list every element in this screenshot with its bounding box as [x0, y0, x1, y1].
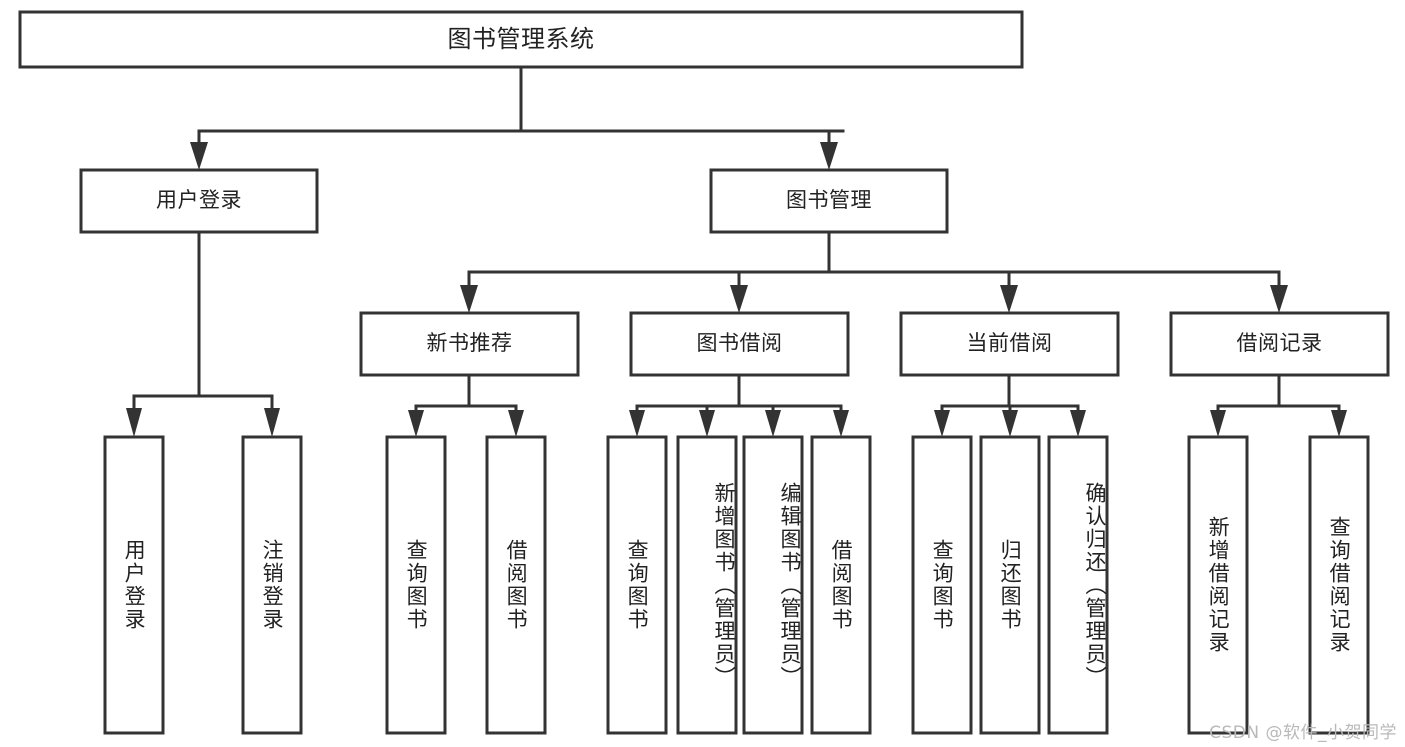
leaf-box-add-book-admin[interactable] [676, 435, 738, 735]
leaf-box-confirm-return-admin[interactable] [1047, 435, 1109, 735]
node-box-book-borrow[interactable] [629, 311, 850, 377]
arrowhead-borrowrecord-leaf-2 [1331, 410, 1347, 437]
connector-group-current-borrow-leaves [934, 373, 1086, 437]
leaf-box-query-borrow-record[interactable] [1308, 435, 1370, 735]
arrowhead-bookborrow-leaf-4 [833, 410, 849, 437]
arrowhead-bookborrow-leaf-3 [765, 410, 781, 437]
node-box-current-borrow[interactable] [899, 311, 1120, 377]
leaf-box-query-book-current[interactable] [911, 435, 973, 735]
arrowhead-leaf-user-login [126, 408, 142, 437]
connector-group-book-borrow-leaves [629, 373, 849, 437]
connector-group-borrow-record-leaves [1210, 373, 1347, 437]
leaf-box-query-book-recommend[interactable] [385, 435, 447, 735]
leaf-box-query-book-borrow[interactable] [606, 435, 668, 735]
arrowhead-book-manage [820, 142, 838, 170]
arrowhead-borrowrecord-leaf-1 [1210, 410, 1226, 437]
leaf-box-return-book[interactable] [979, 435, 1041, 735]
connector-group-new-book-leaves [408, 373, 524, 437]
leaf-box-borrow-book[interactable] [810, 435, 872, 735]
arrowhead-current-borrow [1000, 285, 1018, 313]
arrowhead-leaf-logout [264, 408, 280, 437]
leaf-box-logout[interactable] [241, 435, 303, 735]
arrowhead-currentborrow-leaf-1 [934, 410, 950, 437]
arrowhead-currentborrow-leaf-3 [1070, 410, 1086, 437]
node-box-borrow-record[interactable] [1169, 311, 1390, 377]
leaf-box-edit-book-admin[interactable] [742, 435, 804, 735]
node-box-user-login[interactable] [79, 168, 319, 234]
leaf-box-add-borrow-record[interactable] [1187, 435, 1249, 735]
connector-group-book-manage [460, 230, 1288, 313]
connector-group-user-login-leaves [126, 230, 280, 437]
node-box-book-manage[interactable] [709, 168, 949, 234]
node-box-root[interactable] [18, 10, 1024, 69]
arrowhead-currentborrow-leaf-2 [1002, 410, 1018, 437]
arrowhead-newbook-leaf-2 [508, 410, 524, 437]
node-box-new-book-recommend[interactable] [359, 311, 580, 377]
leaf-box-user-login[interactable] [103, 435, 165, 735]
arrowhead-borrow-record [1270, 285, 1288, 313]
arrowhead-newbook-leaf-1 [408, 410, 424, 437]
connector-group-root [190, 65, 845, 170]
arrowhead-new-book [460, 285, 478, 313]
arrowhead-bookborrow-leaf-1 [629, 410, 645, 437]
arrowhead-book-borrow [730, 285, 748, 313]
leaf-box-borrow-book-recommend[interactable] [485, 435, 547, 735]
arrowhead-bookborrow-leaf-2 [699, 410, 715, 437]
arrowhead-user-login [190, 142, 208, 170]
